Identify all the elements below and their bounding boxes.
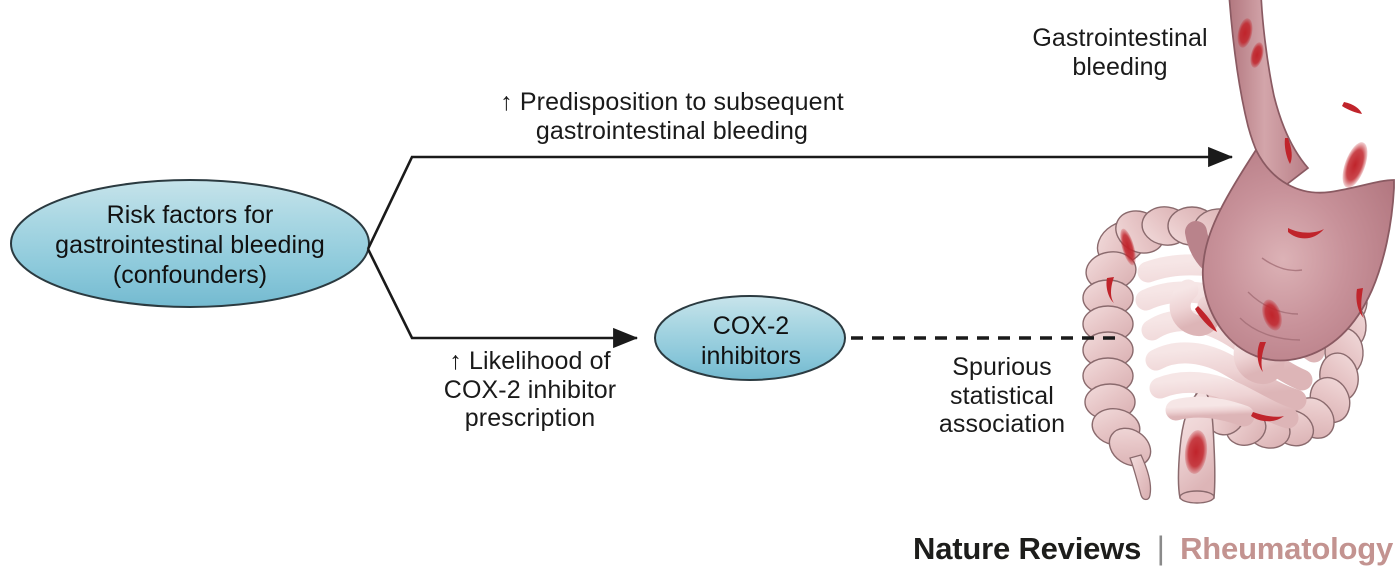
journal-subject: Rheumatology — [1180, 531, 1393, 566]
arrow-predisposition — [366, 146, 1234, 250]
illustration-gi-tract — [1082, 0, 1395, 504]
bleeding-lesions — [1106, 18, 1368, 474]
node-cox2-inhibitors[interactable] — [654, 295, 846, 381]
anal-opening — [1179, 490, 1215, 504]
edge-label-spurious-association: Spurious statistical association — [938, 353, 1066, 438]
branding-separator: | — [1156, 530, 1165, 566]
node-risk-factors[interactable] — [10, 179, 370, 308]
edge-label-likelihood: ↑ Likelihood of COX-2 inhibitor prescrip… — [443, 347, 617, 432]
appendix — [1129, 454, 1152, 501]
stomach-body — [1201, 148, 1395, 362]
journal-name: Nature Reviews — [913, 531, 1142, 566]
journal-branding: Nature Reviews | Rheumatology — [913, 530, 1393, 567]
arrow-likelihood — [366, 248, 639, 349]
annotation-gastrointestinal-bleeding: Gastrointestinal bleeding — [1032, 24, 1208, 81]
edge-label-predisposition: ↑ Predisposition to subsequent gastroint… — [500, 88, 844, 145]
